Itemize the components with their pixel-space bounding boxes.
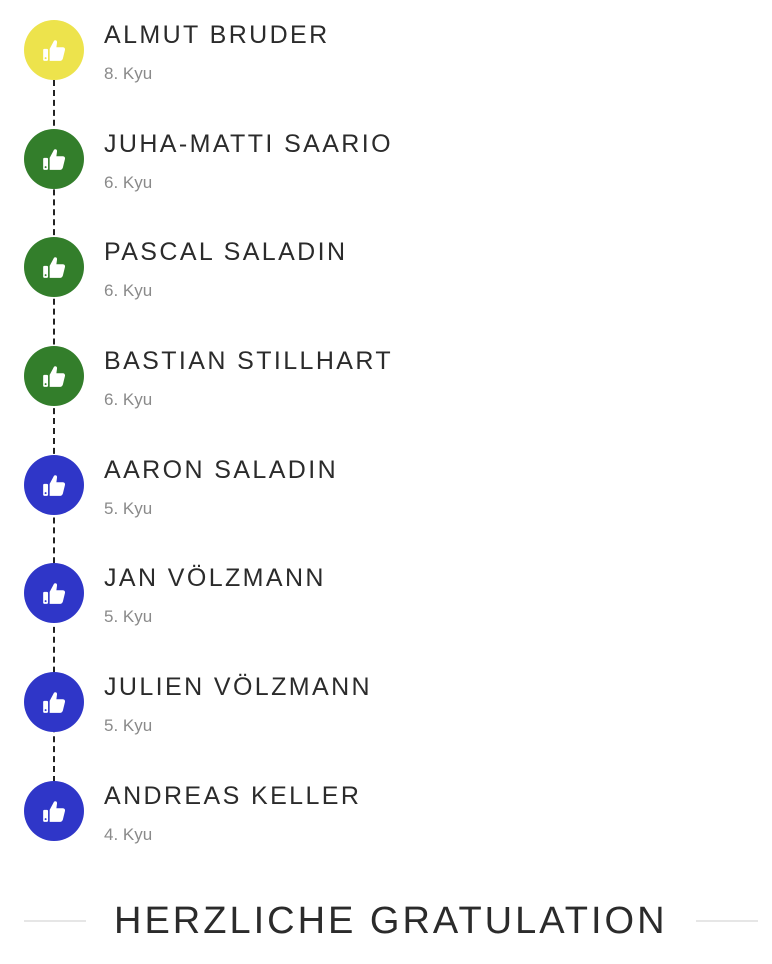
timeline-item: BASTIAN STILLHART 6. Kyu [24, 346, 764, 446]
member-name: ALMUT BRUDER [104, 21, 330, 49]
grade-badge [24, 237, 84, 297]
thumbs-up-icon [43, 801, 66, 822]
member-name: AARON SALADIN [104, 456, 339, 484]
timeline-item: AARON SALADIN 5. Kyu [24, 455, 764, 555]
member-name: PASCAL SALADIN [104, 238, 348, 266]
congratulations-heading: HERZLICHE GRATULATION [114, 900, 668, 942]
member-rank: 6. Kyu [104, 281, 153, 300]
member-rank: 5. Kyu [104, 607, 153, 626]
congratulations-section: HERZLICHE GRATULATION [24, 896, 758, 946]
member-rank: 6. Kyu [104, 390, 153, 409]
member-rank: 5. Kyu [104, 716, 153, 735]
thumbs-up-icon [43, 583, 66, 604]
divider-right [695, 920, 758, 922]
grade-badge [24, 672, 84, 732]
member-rank: 5. Kyu [104, 499, 153, 518]
grade-badge [24, 455, 84, 515]
thumbs-up-icon [43, 366, 66, 387]
thumbs-up-icon [43, 257, 66, 278]
timeline-item: ALMUT BRUDER 8. Kyu [24, 20, 764, 120]
timeline-connector [53, 80, 55, 782]
member-name: JAN VÖLZMANN [104, 564, 326, 592]
grade-badge [24, 346, 84, 406]
member-rank: 8. Kyu [104, 64, 153, 83]
grade-badge [24, 20, 84, 80]
grade-badge [24, 129, 84, 189]
thumbs-up-icon [43, 40, 66, 61]
member-name: JUHA-MATTI SAARIO [104, 130, 393, 158]
timeline-item: JULIEN VÖLZMANN 5. Kyu [24, 672, 764, 772]
thumbs-up-icon [43, 692, 66, 713]
divider-left [24, 920, 86, 922]
thumbs-up-icon [43, 475, 66, 496]
timeline-item: ANDREAS KELLER 4. Kyu [24, 781, 764, 881]
member-name: BASTIAN STILLHART [104, 347, 394, 375]
grade-badge [24, 781, 84, 841]
member-rank: 4. Kyu [104, 825, 153, 844]
thumbs-up-icon [43, 149, 66, 170]
timeline-item: PASCAL SALADIN 6. Kyu [24, 237, 764, 337]
timeline-item: JAN VÖLZMANN 5. Kyu [24, 563, 764, 663]
grade-badge [24, 563, 84, 623]
kyu-timeline: ALMUT BRUDER 8. Kyu JUHA-MATTI SAARIO 6.… [24, 20, 764, 844]
member-name: JULIEN VÖLZMANN [104, 673, 372, 701]
member-name: ANDREAS KELLER [104, 782, 362, 810]
timeline-item: JUHA-MATTI SAARIO 6. Kyu [24, 129, 764, 229]
member-rank: 6. Kyu [104, 173, 153, 192]
